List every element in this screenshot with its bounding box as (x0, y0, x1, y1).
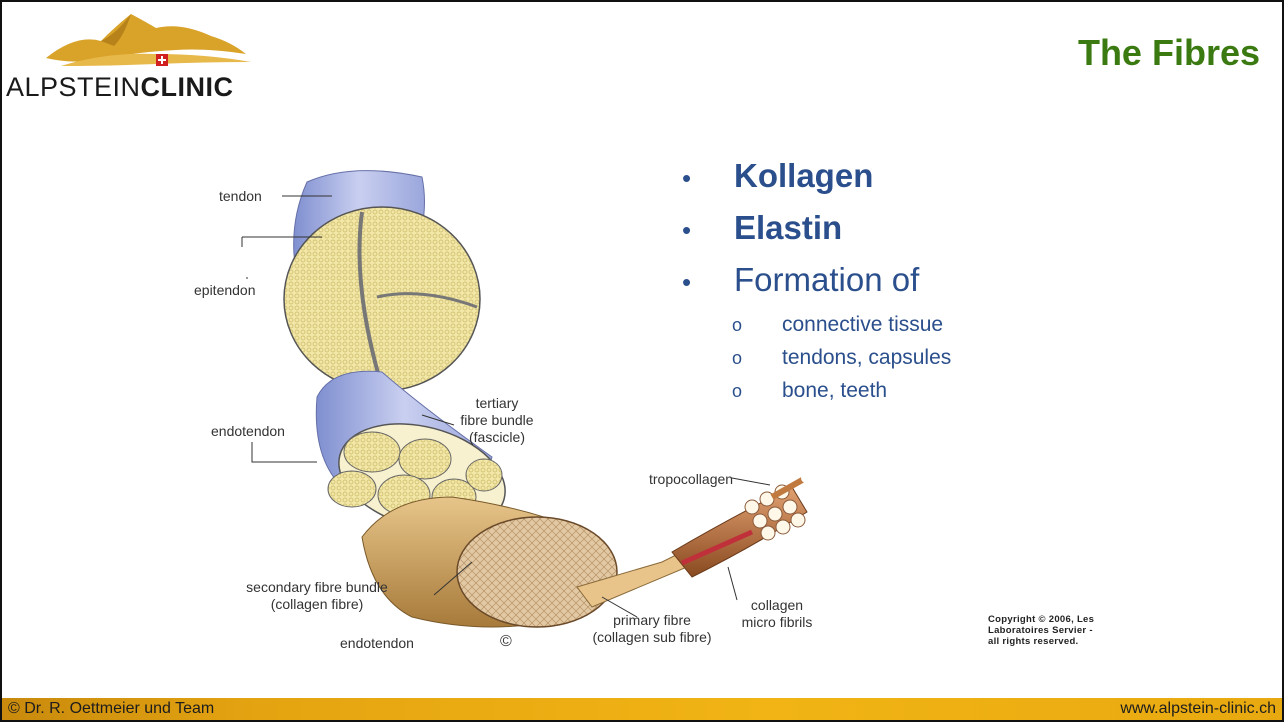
label-endotendon-top: endotendon (211, 423, 285, 440)
alpstein-clinic-logo: ALPSTEINCLINIC (6, 6, 296, 116)
sub-bullet-item: o tendons, capsules (732, 346, 951, 379)
footer-bar: © Dr. R. Oettmeier und Team www.alpstein… (2, 698, 1282, 720)
bullet-circle-icon: o (732, 315, 782, 336)
label-endotendon-bottom: endotendon (340, 635, 414, 652)
bullet-dot-icon: • (682, 267, 734, 298)
mountain-logo-graphic (6, 6, 296, 76)
bullet-circle-icon: o (732, 381, 782, 402)
bullet-list: • Kollagen • Elastin • Formation of o co… (682, 157, 951, 412)
slide-title: The Fibres (1078, 32, 1260, 74)
footer-author: © Dr. R. Oettmeier und Team (8, 700, 214, 718)
image-copyright-notice: Copyright © 2006, Les Laboratoires Servi… (988, 614, 1094, 647)
bullet-dot-icon: • (682, 163, 734, 194)
label-micro-fibrils: collagen micro fibrils (727, 597, 827, 631)
bullet-item: • Kollagen (682, 157, 951, 209)
illustration-signature: © (500, 633, 512, 650)
logo-wordmark: ALPSTEINCLINIC (6, 72, 234, 103)
label-epitendon: epitendon (194, 282, 256, 299)
label-tendon: tendon (219, 188, 262, 205)
sub-bullet-item: o bone, teeth (732, 379, 951, 412)
bullet-circle-icon: o (732, 348, 782, 369)
label-tertiary-bundle: tertiary fibre bundle (fascicle) (442, 395, 552, 446)
label-secondary-bundle: secondary fibre bundle (collagen fibre) (212, 579, 422, 613)
bullet-dot-icon: • (682, 215, 734, 246)
footer-website-link[interactable]: www.alpstein-clinic.ch (1120, 700, 1276, 718)
label-tropocollagen: tropocollagen (649, 471, 733, 488)
bullet-item: • Elastin (682, 209, 951, 261)
label-primary-fibre: primary fibre (collagen sub fibre) (577, 612, 727, 646)
sub-bullet-item: o connective tissue (732, 313, 951, 346)
bullet-item: • Formation of (682, 261, 951, 313)
